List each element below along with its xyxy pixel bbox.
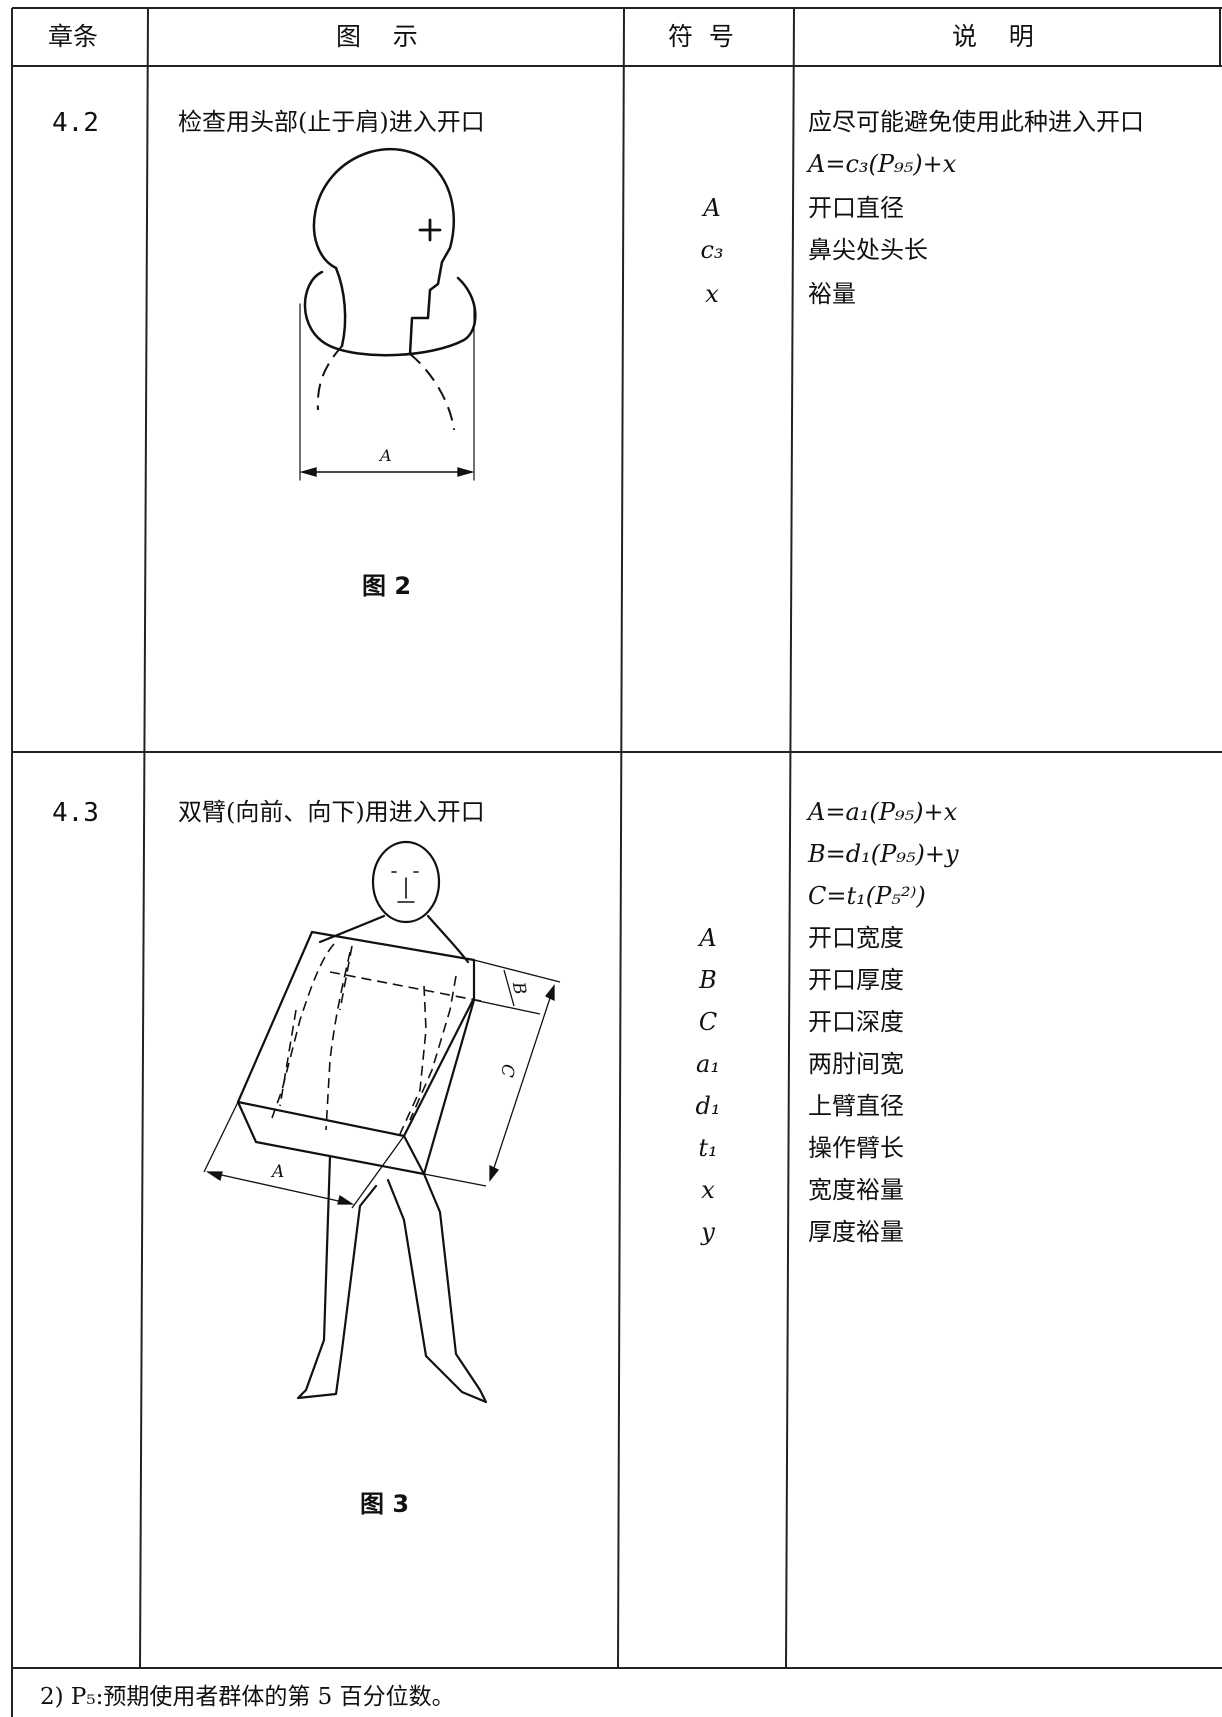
clause-number: 4.2: [52, 108, 99, 138]
symbol: C: [698, 1008, 718, 1036]
symbol: d₁: [695, 1092, 721, 1120]
header-clause: 章条: [48, 22, 99, 51]
clause-number: 4.3: [52, 798, 99, 828]
leg-right: [386, 1172, 488, 1404]
header-symbol: 符 号: [668, 22, 734, 51]
header-description: 说 明: [952, 22, 1034, 51]
dimension-label-a: A: [380, 446, 392, 465]
symbol-description: 宽度裕量: [808, 1176, 904, 1204]
symbol-description: 两肘间宽: [808, 1050, 904, 1078]
symbol: B: [699, 966, 717, 994]
symbol: A: [703, 194, 721, 222]
formula: B=d₁(P₉₅)+y: [808, 840, 959, 868]
header-figure: 图 示: [336, 22, 418, 51]
symbol-description: 开口厚度: [808, 966, 904, 994]
symbol-description: 厚度裕量: [808, 1218, 904, 1246]
symbol-description: 操作臂长: [808, 1134, 904, 1162]
symbol: x: [701, 1176, 715, 1204]
symbol-description: 上臂直径: [808, 1092, 904, 1120]
symbol-description: 开口直径: [808, 194, 904, 222]
box-front: [236, 930, 476, 1138]
symbol-description: 开口深度: [808, 1008, 904, 1036]
box-back: [310, 930, 476, 1002]
footnote: 2) P₅:预期使用者群体的第 5 百分位数。: [40, 1684, 455, 1710]
figure-caption: 双臂(向前、向下)用进入开口: [178, 798, 485, 826]
description-note: 应尽可能避免使用此种进入开口: [808, 108, 1144, 136]
symbol: c₃: [700, 236, 724, 264]
head: [371, 840, 441, 924]
figure-number: 图 3: [360, 1490, 410, 1518]
dimension-label-b: B: [507, 980, 530, 997]
symbol: A: [699, 924, 717, 952]
dimension-label-a: A: [272, 1162, 285, 1182]
symbol-description: 鼻尖处头长: [808, 236, 928, 264]
formula: A=c₃(P₉₅)+x: [808, 150, 957, 178]
neck-line: [334, 266, 347, 348]
leg-left: [296, 1154, 378, 1400]
figure-caption: 检查用头部(止于肩)进入开口: [178, 108, 485, 136]
symbol-description: 裕量: [808, 280, 856, 308]
formula: C=t₁(P₅²⁾): [808, 882, 926, 910]
symbol: y: [701, 1218, 715, 1246]
symbol: t₁: [698, 1134, 718, 1162]
head-outline: [312, 147, 456, 356]
symbol-description: 开口宽度: [808, 924, 904, 952]
symbol: a₁: [696, 1050, 720, 1078]
collar-back: [303, 270, 477, 357]
formula: A=a₁(P₉₅)+x: [808, 798, 958, 826]
shoulders: [318, 914, 386, 944]
dimension-label-c: C: [496, 1062, 518, 1079]
symbol: x: [705, 280, 719, 308]
figure-number: 图 2: [362, 572, 412, 600]
